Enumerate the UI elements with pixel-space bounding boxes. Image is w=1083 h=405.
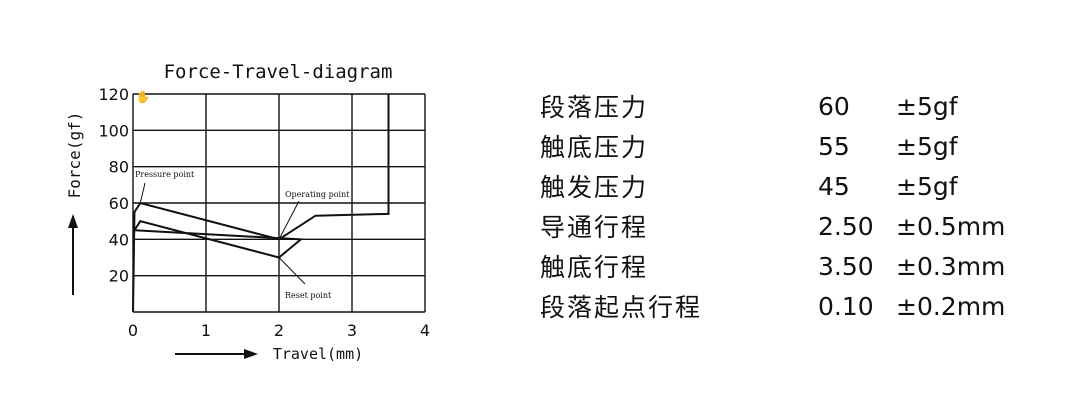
annotation-leader [278,257,306,285]
x-axis-label: Travel(mm) [273,345,363,363]
spec-row: 触底行程 3.50 ±0.3mm [540,246,1005,286]
spec-tolerance: ±5gf [896,91,958,121]
spec-value: 45 [818,171,850,201]
annotation-label: Pressure point [135,170,195,179]
y-tick-label: 120 [98,85,129,104]
x-tick-label: 4 [420,321,430,340]
chart-title: Force-Travel-diagram [164,61,393,83]
spec-value: 0.10 [818,291,874,321]
spec-tolerance: ±0.5mm [896,211,1006,241]
spec-tolerance: ±5gf [896,131,958,161]
spec-value: 55 [818,131,850,161]
y-axis-arrow [68,214,78,295]
force-travel-chart: Force-Travel-diagram 0 1 2 3 4 20 40 60 80 100 120… [65,61,430,363]
spec-tolerance: ±5gf [896,171,958,201]
y-tick-label: 100 [98,121,129,140]
x-tick-label: 3 [347,321,357,340]
annotation-label: Reset point [285,291,332,300]
spec-table: 段落压力 60 ±5gf 触底压力 55 ±5gf 触发压力 45 ±5gf 导通行程 2.50 ±0… [540,86,1005,326]
spec-row: 触底压力 55 ±5gf [540,126,1005,166]
spec-value: 2.50 [818,211,874,241]
y-tick-label: 80 [109,158,129,177]
spec-row: 段落起点行程 0.10 ±0.2mm [540,286,1005,326]
annotation-label: Operating point [285,190,350,199]
annotation-leader [139,182,146,204]
spec-name: 导通行程 [540,213,649,242]
x-tick-label: 2 [274,321,284,340]
spec-name: 触底压力 [540,133,649,162]
x-tick-label: 1 [201,321,211,340]
spec-row: 段落压力 60 ±5gf [540,86,1005,126]
spec-name: 触底行程 [540,253,649,282]
spec-name: 触发压力 [540,173,649,202]
spec-tolerance: ±0.3mm [896,251,1006,281]
spec-value: 60 [818,91,850,121]
x-tick-label: 0 [128,321,138,340]
y-tick-label: 40 [109,230,129,249]
tick-labels: 0 1 2 3 4 20 40 60 80 100 120 [98,85,430,340]
y-tick-label: 20 [109,267,129,286]
spec-name: 段落压力 [540,93,649,122]
spec-row: 导通行程 2.50 ±0.5mm [540,206,1005,246]
spec-tolerance: ±0.2mm [896,291,1006,321]
hand-icon: ✋ [136,90,151,104]
y-axis-label: Force(gf) [65,112,84,199]
x-axis-arrow [175,349,258,359]
y-tick-label: 60 [109,194,129,213]
spec-name: 段落起点行程 [540,293,703,322]
chart-grid [132,93,426,313]
spec-value: 3.50 [818,251,874,281]
annotation-leader [278,200,300,240]
spec-row: 触发压力 45 ±5gf [540,166,1005,206]
